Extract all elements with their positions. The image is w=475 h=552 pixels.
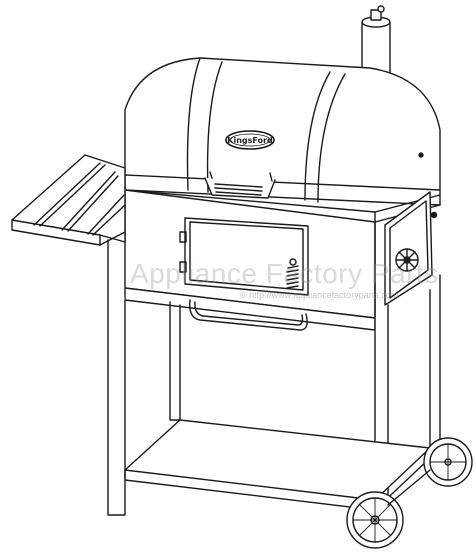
rear-wheel	[423, 437, 473, 487]
ash-door	[179, 217, 309, 296]
axle	[387, 469, 431, 506]
lid-handle	[204, 171, 276, 199]
brand-logo: KingsFord	[225, 130, 275, 150]
front-wheel	[346, 491, 404, 549]
side-shelf	[11, 154, 126, 246]
watermark-url: © http://www.appliancefactoryparts.com	[240, 290, 399, 300]
side-door	[384, 191, 438, 306]
grill-lid	[124, 57, 441, 206]
watermark-text: Appliance Factory Parts	[130, 258, 439, 289]
logo-text: KingsFord	[227, 136, 273, 145]
door-spring-handle	[286, 258, 299, 289]
